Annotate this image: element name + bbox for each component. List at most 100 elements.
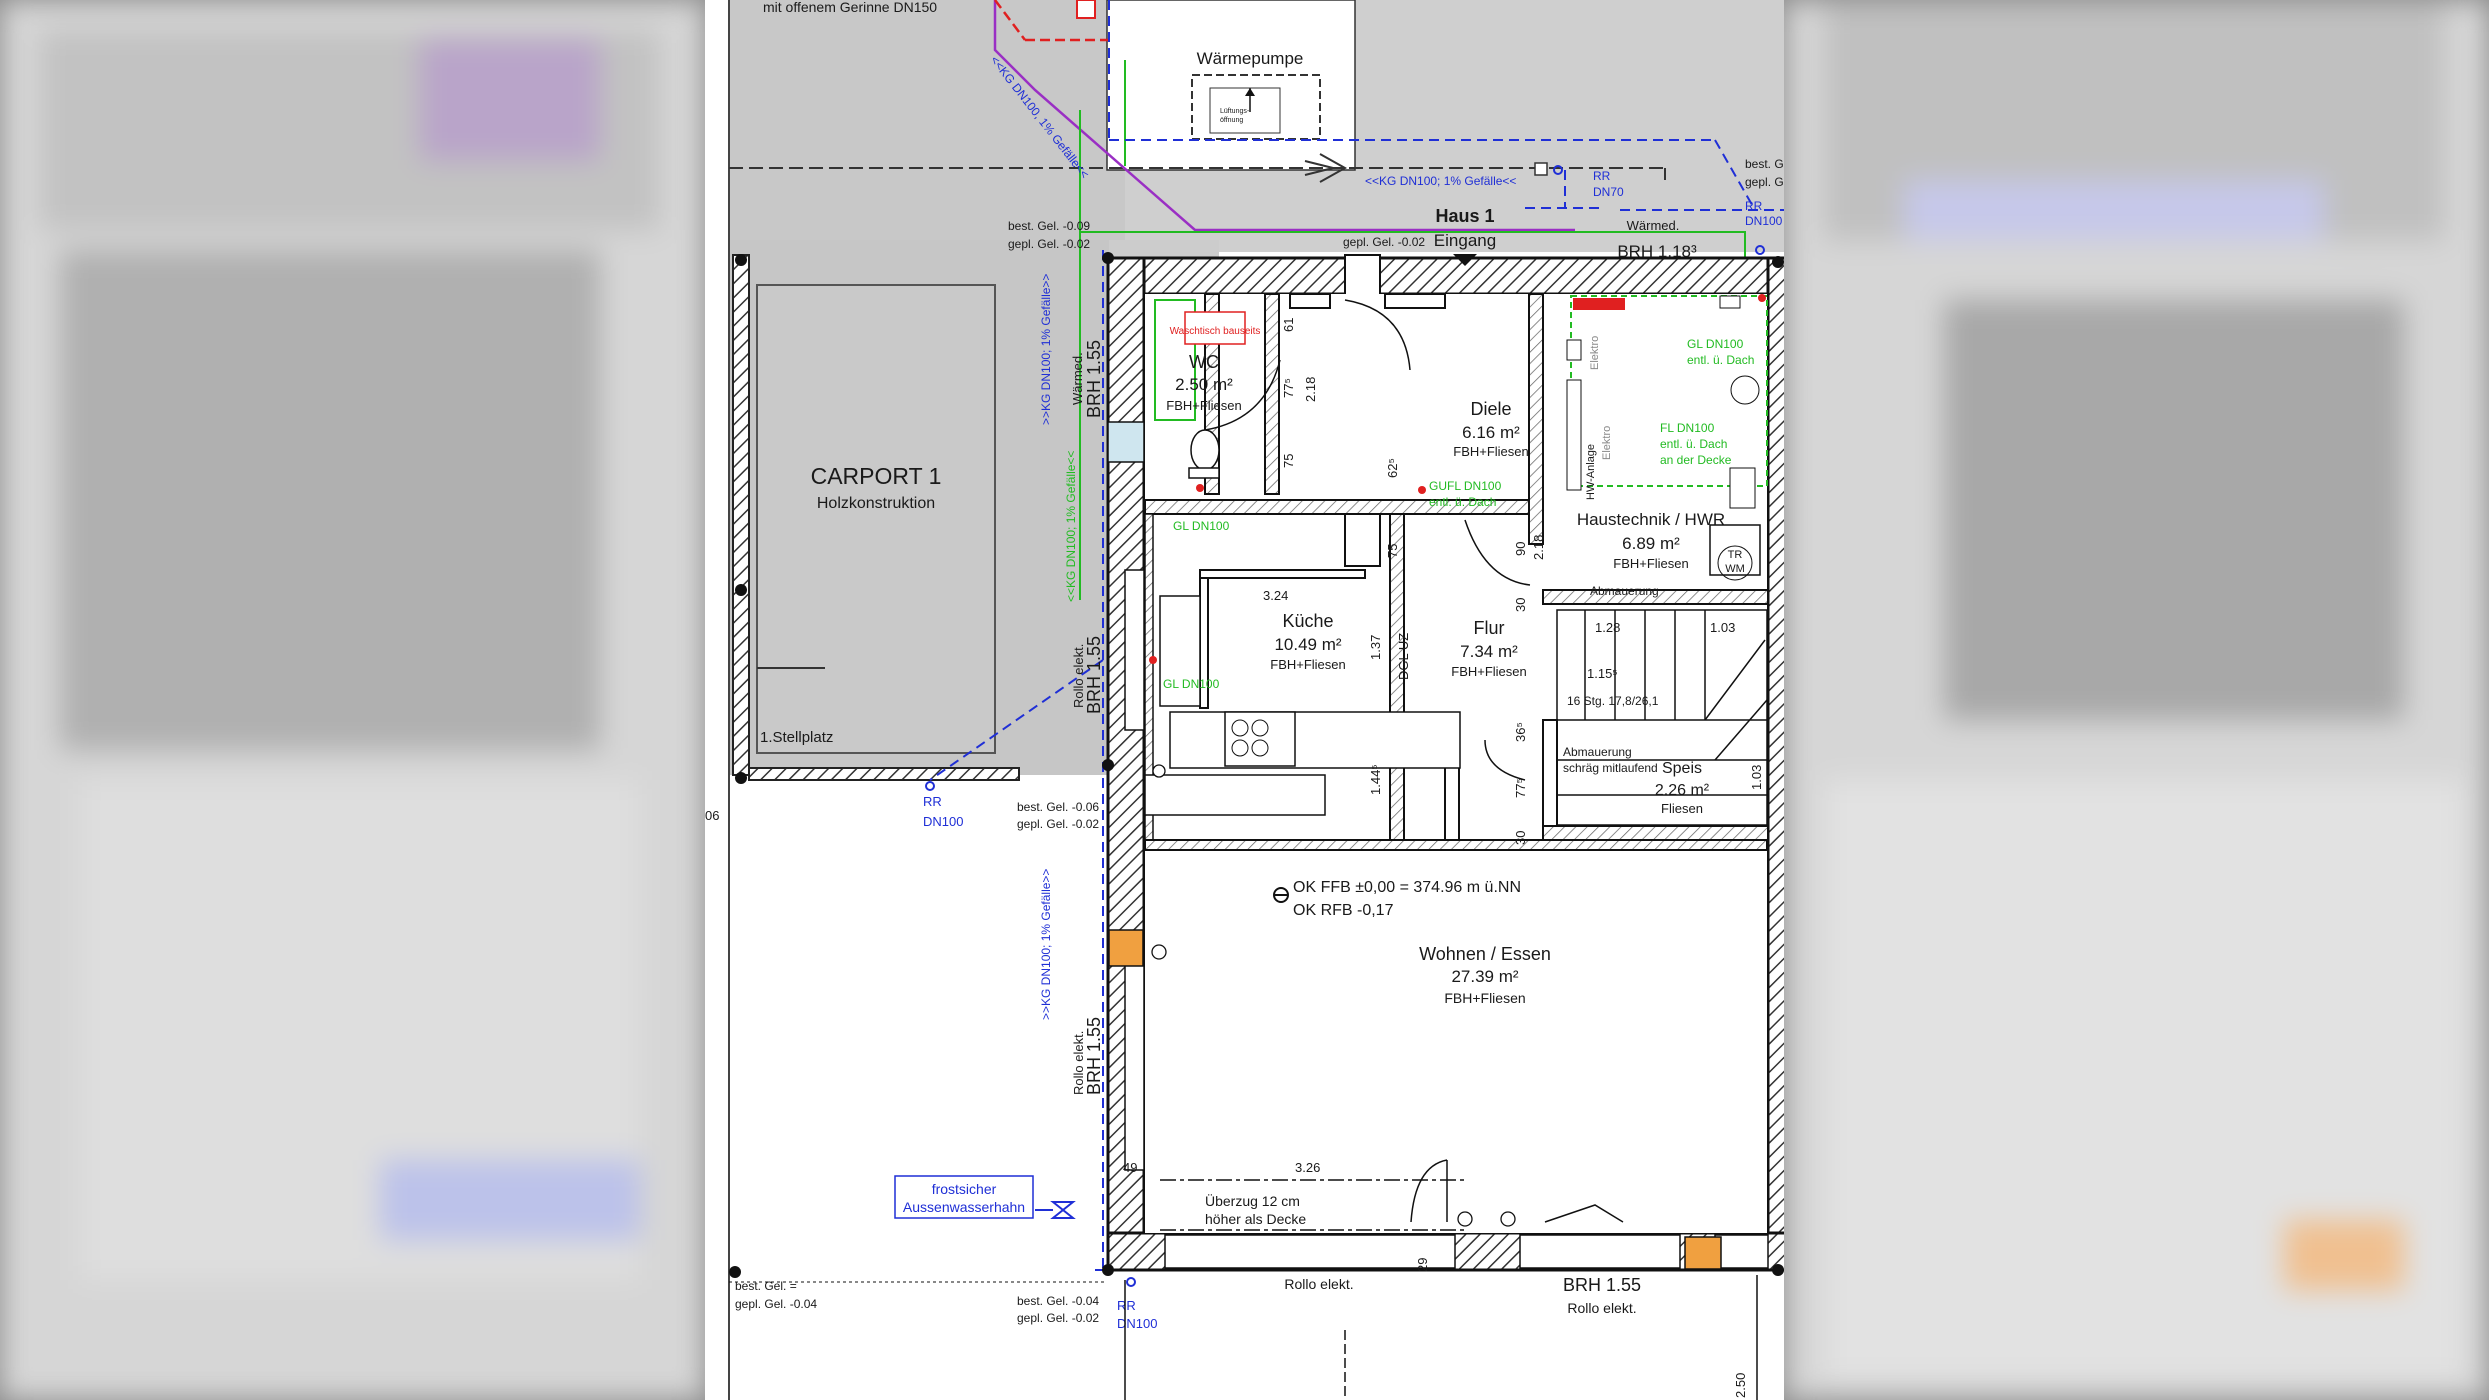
gl-dn100-c: GL DN100 <box>1687 337 1744 351</box>
brh-left-2: BRH 1.55 <box>1084 636 1104 714</box>
wc-fixtures: Waschtisch bauseits <box>1154 299 1260 479</box>
chimney-left <box>1108 929 1144 967</box>
gl-dn100-a: GL DN100 <box>1173 519 1230 533</box>
dim-775b: 77⁵ <box>1513 778 1528 798</box>
gel-b1: gepl. Gel. -0.02 <box>1343 235 1425 249</box>
room-name: Speis <box>1662 760 1702 777</box>
room-kueche: Küche 10.49 m² FBH+Fliesen <box>1270 611 1346 672</box>
dim-365: 36⁵ <box>1513 722 1528 742</box>
dim-218a: 2.18 <box>1531 535 1546 560</box>
room-finish: FBH+Fliesen <box>1613 556 1689 571</box>
gel-d2: gepl. Gel. -0.02 <box>1017 1311 1099 1325</box>
room-wohnen: Wohnen / Essen 27.39 m² FBH+Fliesen <box>1419 944 1551 1006</box>
abmauerung-3: schräg mitlaufend <box>1563 761 1658 775</box>
room-wc: WC 2.50 m² FBH+Fliesen <box>1166 352 1242 413</box>
posts <box>729 252 1784 1278</box>
room-area: 7.34 m² <box>1460 642 1518 661</box>
dim-145: 1.44⁵ <box>1368 764 1383 795</box>
unterzug-note: Überzug 12 cm höher als Decke <box>1160 1179 1465 1231</box>
house-name: Haus 1 <box>1435 206 1494 226</box>
gufl: GUFL DN100 <box>1429 479 1502 493</box>
rr2: RR <box>1745 199 1763 213</box>
drain-pipes <box>929 0 1784 1271</box>
brh-left-1: BRH 1.55 <box>1084 340 1104 418</box>
fl-dn100: FL DN100 <box>1660 421 1715 435</box>
blurred-background-right <box>1784 0 2489 1400</box>
dim-115: 1.15⁵ <box>1587 666 1618 681</box>
gufl2: entl. ü. Dach <box>1429 495 1496 509</box>
level-marker: OK FFB ±0,00 = 374.96 m ü.NN OK RFB -0,1… <box>1273 879 1521 919</box>
tr-label: TR <box>1728 549 1743 561</box>
carport: CARPORT 1 Holzkonstruktion 1.Stellplatz <box>732 254 1020 781</box>
level-rfb: OK RFB -0,17 <box>1293 902 1394 919</box>
rollo-left-1: Rollo elekt. <box>1071 644 1086 708</box>
floor-plan-svg: CARPORT 1 Holzkonstruktion 1.Stellplatz … <box>705 0 1784 1400</box>
room-name: Flur <box>1474 618 1505 638</box>
rollo-left-2: Rollo elekt. <box>1071 1031 1086 1095</box>
dimensions: 3.24 3.26 49 1.37 1.44⁵ 90 2.18 2.18 61 … <box>705 318 1764 1398</box>
fl-dn100-3: an der Decke <box>1660 453 1732 467</box>
frost-tap: frostsicher Aussenwasserhahn <box>894 1175 1076 1219</box>
carport-subtitle: Holzkonstruktion <box>817 495 935 512</box>
waermepumpe: Wärmepumpe Lüftungs- öffnung <box>1191 49 1321 140</box>
room-finish: FBH+Fliesen <box>1270 657 1346 672</box>
dim-61: 61 <box>1281 318 1296 332</box>
room-finish: FBH+Fliesen <box>1453 444 1529 459</box>
dim-90: 90 <box>1513 542 1528 556</box>
dim-103a: 1.03 <box>1710 620 1735 635</box>
dim-30a: 30 <box>1513 598 1528 612</box>
stellplatz-label: 1.Stellplatz <box>760 729 833 746</box>
kitchen-fixtures <box>1144 595 1461 816</box>
gel-c2: gepl. Gel. -0.02 <box>1017 817 1099 831</box>
dim-324: 3.24 <box>1263 588 1288 603</box>
waermed-left: Wärmed. <box>1070 352 1085 405</box>
wm-label: WM <box>1725 563 1745 575</box>
room-area: 2.50 m² <box>1175 375 1233 394</box>
gl-dn100-c2: entl. ü. Dach <box>1687 353 1754 367</box>
unterzug-line-1: Überzug 12 cm <box>1205 1192 1300 1209</box>
elektro-2: Elektro <box>1601 426 1613 460</box>
dim-49: 49 <box>1123 1160 1137 1175</box>
room-finish: Fliesen <box>1661 801 1703 816</box>
room-area: 6.16 m² <box>1462 423 1520 442</box>
gel-a1: best. Gel. -0.09 <box>1008 219 1090 233</box>
gel-f1: best. G <box>1745 157 1784 171</box>
room-area: 2.26 m² <box>1655 782 1710 799</box>
gel-d1: best. Gel. -0.04 <box>1017 1294 1099 1308</box>
fl-dn100-2: entl. ü. Dach <box>1660 437 1727 451</box>
room-name: Küche <box>1282 611 1333 631</box>
rr4: RR <box>1117 1298 1136 1313</box>
doors <box>1204 299 1624 1223</box>
waermed-top: Wärmed. <box>1627 218 1680 233</box>
stair-label: 16 Stg. 17,8/26,1 <box>1567 694 1659 708</box>
socket-markers <box>1151 764 1516 1227</box>
frost-line-1: frostsicher <box>932 1181 997 1197</box>
room-area: 6.89 m² <box>1622 534 1680 553</box>
elektro-1: Elektro <box>1589 336 1601 370</box>
carport-title: CARPORT 1 <box>811 463 942 489</box>
gel-e1: best. Gel. = <box>735 1279 797 1293</box>
hw-anlage: HW-Anlage <box>1585 444 1597 500</box>
rollo-bottom-2: Rollo elekt. <box>1567 1300 1636 1316</box>
floor-plan-drawing: CARPORT 1 Holzkonstruktion 1.Stellplatz … <box>705 0 1784 1400</box>
room-name: Diele <box>1470 399 1511 419</box>
room-diele: Diele 6.16 m² FBH+Fliesen <box>1453 399 1529 459</box>
top-note: mit offenem Gerinne DN150 <box>763 0 937 15</box>
dim-326: 3.26 <box>1295 1160 1320 1175</box>
unterzug-line-2: höher als Decke <box>1205 1211 1306 1227</box>
chimney-bottom <box>1684 1236 1722 1270</box>
frost-line-2: Aussenwasserhahn <box>903 1199 1025 1215</box>
gl-dn100-b: GL DN100 <box>1163 677 1220 691</box>
staircase <box>1556 609 1768 826</box>
luefter-label: Lüftungs- <box>1220 108 1250 115</box>
dim-30b: 30 <box>1513 831 1528 845</box>
dim-775a: 77⁵ <box>1281 378 1296 398</box>
room-speis: Speis 2.26 m² Fliesen <box>1655 760 1710 816</box>
room-area: 10.49 m² <box>1274 635 1341 654</box>
room-name: Haustechnik / HWR <box>1577 510 1725 529</box>
gel-c1: best. Gel. -0.06 <box>1017 800 1099 814</box>
brh-left-3: BRH 1.55 <box>1084 1017 1104 1095</box>
dim-625: 62⁵ <box>1385 458 1400 478</box>
room-name: Wohnen / Essen <box>1419 944 1551 964</box>
